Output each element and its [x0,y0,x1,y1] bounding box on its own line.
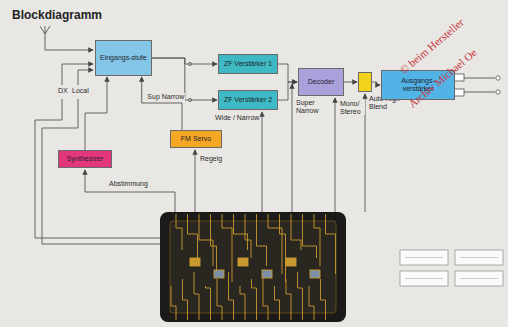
ic-trace [263,272,268,320]
ic-trace [309,286,314,320]
output-terminal [496,76,500,80]
ic-trace [275,286,280,320]
ic-trace [245,214,251,258]
ic-trace [217,279,222,320]
box-label: ZF Verstärker 1 [224,60,272,68]
ic-trace [206,286,211,320]
local-wire [42,99,160,244]
blend-box: Auto High Blend [358,72,372,92]
ic-die [170,221,336,313]
box-label: ZF Verstärker 2 [224,96,272,104]
signal-connector [142,77,182,130]
box-label: Decoder [308,78,334,86]
signal-label: Abstimmung [108,180,149,188]
decoder-box: Decoder [298,68,344,96]
signal-label: Local [71,87,90,95]
ic-trace [286,279,291,320]
ic-trace [194,272,199,320]
signal-label: Mono/ Stereo [339,100,365,115]
ic-trace [257,214,267,266]
signal-connector [278,64,297,82]
servo-box: FM Servo [170,130,222,148]
display-rule [405,258,498,279]
if-amp-box: ZF Verstärker 1 [218,54,278,74]
dx-wire [35,99,160,238]
ic-trace [291,214,301,250]
ic-trace [176,214,182,250]
ic-trace [321,279,326,320]
ic-pad [286,258,296,266]
ic-chip [160,212,346,322]
box-label: Synthesizer [67,155,104,163]
signal-connector [344,82,357,83]
box-label: Eingangs-stufe [100,54,147,62]
ic-trace [171,286,176,320]
bandwidth-wire [262,112,263,212]
signal-connector [278,82,297,100]
signal-label: DX [57,87,69,95]
ic-pad [214,270,224,278]
ic-trace [188,214,198,258]
ic-pad [310,270,320,278]
ic-pad [262,270,272,278]
local-wire [78,70,93,85]
signal-label: Super Narrow [295,99,327,114]
tuning-wire [85,170,175,212]
ic-trace [211,214,217,274]
ic-trace [280,214,286,282]
ic-trace [326,214,336,274]
diagram-title: Blockdiagramm [12,8,102,22]
ic-trace [252,279,257,320]
connector-label: Sup Narrow [146,93,185,101]
ic-pad [190,258,200,266]
output-terminal [496,90,500,94]
ic-trace [314,214,320,266]
if-amp-box: ZF Verstärker 2 [218,90,278,110]
super-narrow-wire [292,84,293,212]
ic-trace [183,279,188,320]
antenna-wire [40,26,93,50]
dx-wire [62,64,93,85]
signal-connector [372,82,380,85]
signal-connector [152,58,217,64]
ic-trace [240,286,245,320]
ic-trace [229,272,234,320]
synthesizer-box: Synthesizer [58,150,112,168]
signal-label: Regelg [199,155,223,163]
signal-label: Wide / Narrow [214,114,260,122]
ic-trace [298,272,303,320]
ic-pad [238,258,248,266]
control-wire [195,150,196,212]
box-label: FM Servo [181,135,211,143]
stereo-wire [335,98,336,212]
input-stage-box: Eingangs-stufe [95,40,152,76]
ic-traces [171,214,336,320]
